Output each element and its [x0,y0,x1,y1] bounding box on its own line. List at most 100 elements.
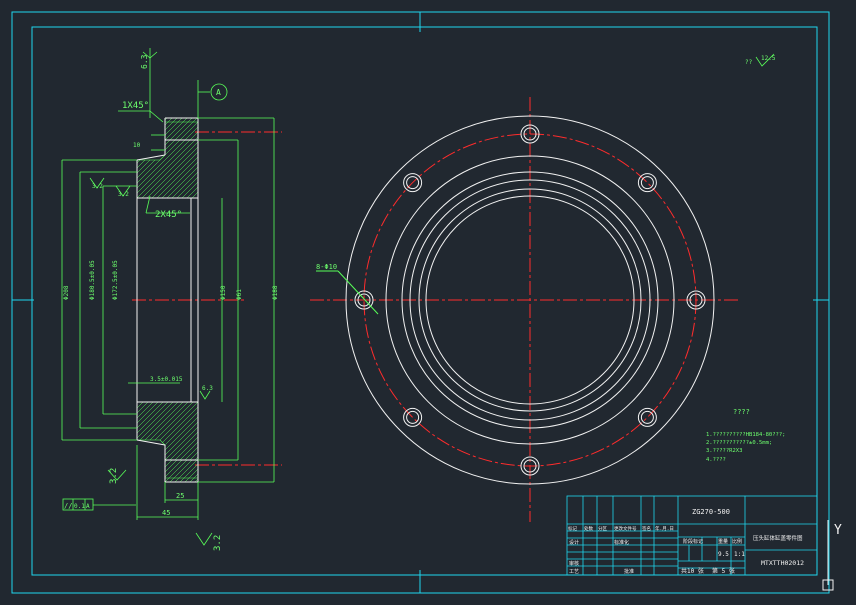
hatch-line [184,468,198,482]
dim-right-1: Φ150 [220,285,227,300]
row-label-process: 工艺 [569,569,579,575]
hatch-region [130,10,205,140]
hatch-line [165,118,178,131]
hatch-line [137,414,198,460]
hatch-region [130,295,205,545]
hatch-line [137,140,198,198]
sheet-index: 第 5 张 [712,567,735,575]
hatch-line [130,295,205,370]
stage-label: 阶段标记 [683,538,703,545]
hatch-line [137,402,198,436]
hatch-line [137,419,198,460]
roughness-bottom-symbol [195,532,213,546]
bolt-hole [406,410,420,424]
ratio-value: 1:1 [734,551,745,558]
hatch-line [137,424,198,460]
bolt-hole [689,293,703,307]
datum-circle [210,83,228,101]
dim-width-45: 45 [162,509,170,517]
hatch-line [137,402,198,411]
hatch-line [137,402,198,431]
hatch-line [137,402,198,456]
title-block-text: ZG270-500 压头缸体缸盖零件图 MTXTTH02012 标记 处数 分区… [568,508,804,575]
hatch-line [137,402,198,426]
std-label: 标准化 [614,539,629,546]
hatch-region [130,60,205,295]
holes-label: 8-Φ10 [316,263,337,271]
plan-view: 8-Φ10 [310,97,738,522]
bolt-hole [523,459,537,473]
hatch-line [130,15,205,90]
tolerance-frame [62,498,136,511]
hatch-line [130,487,205,562]
hatch-line [137,140,198,198]
hatch-line [130,522,205,597]
dim-left-3: Φ172.5±0.05 [112,260,119,300]
hatch-line [137,140,198,151]
drawing-frame [11,11,830,594]
bolt-hole [640,176,654,190]
roughness-other-prefix: ?? [745,59,753,66]
hatch-line [137,444,198,460]
bolt-hole [357,293,371,307]
hatch-line [130,362,205,437]
hatch-line [130,10,205,85]
hatch-line [189,131,198,140]
hatch-line [137,179,198,198]
hatch-line [130,470,205,545]
col-label-2: 处数 [584,525,593,532]
hatch-region [130,352,205,597]
notes-title: ???? [733,408,750,416]
roughness-mid-symbol [199,390,211,400]
note-line-1: 1.??????????HB184-80???; [706,432,785,438]
hatch-line [165,460,188,482]
bolt-hole [520,456,540,476]
approve-label: 批准 [624,568,634,575]
hatch-line [137,402,198,460]
hatch-line [130,397,205,472]
roughness-left-1: 3.2 [92,183,103,190]
note-line-2: 2.???????????±0.5mm; [706,440,772,446]
part-name: 压头缸体缸盖零件图 [753,534,803,542]
hatch-line [130,320,205,395]
hatch-line [137,140,198,176]
ratio-label: 比例 [732,538,742,545]
hatch-line [179,121,198,140]
bolt-hole [523,127,537,141]
dim-left-1: Φ208 [63,285,70,300]
hatch-line [130,215,205,290]
hatch-line [130,417,205,492]
row-label-design: 设计 [569,539,579,546]
dim-width-25: 25 [176,492,184,500]
hatch-line [165,460,178,473]
hatch-line [184,126,198,140]
section-view: 6.3 A 1X45° 2X45° 10 3.2 3.2 Φ208 Φ180.5… [61,10,282,597]
dim-right-3: Φ188 [272,285,279,300]
hatch-line [137,402,198,446]
bolt-hole [686,290,706,310]
hatch-line [137,402,198,460]
hatch-line [137,144,198,198]
tolerance-symbol: // [64,502,72,510]
hatch-line [130,210,205,285]
hatch-line [137,439,198,460]
roughness-bottom: 3.2 [213,535,223,551]
hatch-line [130,300,205,375]
bolt-hole [403,173,423,193]
plan-center-lines [310,97,738,522]
drawing-number: MTXTTH02012 [761,559,804,567]
hatch-line [130,60,205,135]
hatch-line [137,402,198,460]
tolerance-datum: A [86,503,90,510]
col-label-3: 分区 [598,525,607,532]
hatch-line [130,412,205,487]
hatch-line [165,118,183,136]
hatch-line [130,220,205,295]
roughness-top: 6.3 [140,54,149,69]
hatch-line [137,402,198,460]
dim-groove: 3.5±0.015 [150,376,183,383]
hatch-line [130,352,205,427]
hatch-line [137,149,198,198]
hatch-line [137,140,198,198]
